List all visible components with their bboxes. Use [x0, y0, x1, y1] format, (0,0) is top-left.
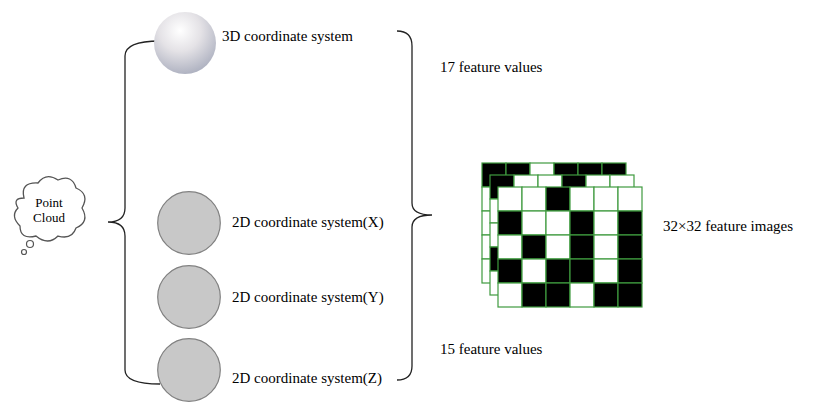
node-label: 3D coordinate system: [222, 27, 353, 45]
node-label: 2D coordinate system(Z): [232, 369, 382, 387]
sphere-icon: [154, 12, 216, 74]
point-cloud: Point Cloud: [10, 172, 88, 250]
coordinate-system: 2D coordinate system(Z): [157, 338, 384, 402]
feature-count: 17 feature values: [440, 58, 542, 76]
cloud-label-box: Point Cloud: [10, 172, 88, 250]
circle-icon: [157, 338, 221, 402]
circle-icon: [157, 265, 221, 329]
left-brace: [108, 41, 160, 384]
feature-count: 15 feature values: [440, 340, 542, 358]
coordinate-system: 2D coordinate system(X): [157, 191, 386, 255]
image-label: 32×32 feature images: [663, 217, 793, 235]
coordinate-system: 2D coordinate system(Y): [157, 265, 386, 329]
node-label: 2D coordinate system(Y): [232, 288, 384, 306]
circle-icon: [157, 191, 221, 255]
node-label: 2D coordinate system(X): [232, 213, 384, 231]
node-label: Point Cloud: [27, 196, 71, 226]
coordinate-system: 3D coordinate system: [154, 12, 355, 74]
right-brace: [397, 31, 432, 380]
feature-grids: [482, 163, 642, 307]
